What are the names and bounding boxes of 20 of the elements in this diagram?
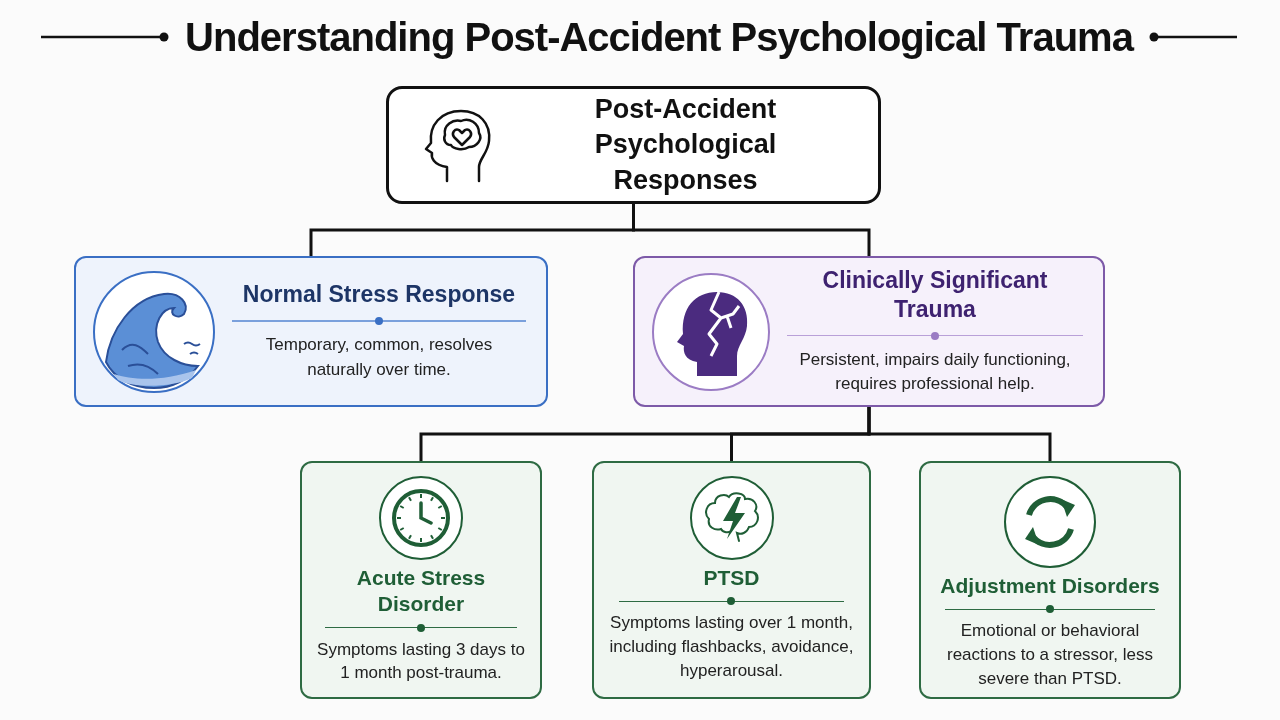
card-heading: Adjustment Disorders: [940, 573, 1160, 599]
card-heading: Acute Stress Disorder: [355, 565, 487, 618]
title: Understanding Post-Accident Psychological Trauma: [185, 14, 1133, 61]
category-card: [633, 256, 1105, 407]
card-description: Symptoms lasting over 1 month, including flashbacks, avoidance, hyperarousal.: [608, 612, 855, 682]
category-card: [74, 256, 548, 407]
connector-line: [867, 407, 1052, 461]
card-heading: PTSD: [703, 565, 760, 591]
category-card: [919, 461, 1181, 699]
card-description: Symptoms lasting 3 days to 1 month post-trauma.: [316, 638, 526, 685]
card-heading: Normal Stress Response: [242, 280, 516, 310]
root-box: [386, 86, 881, 204]
card-description: Emotional or behavioral reactions to a stressor, less severe than PTSD.: [946, 620, 1154, 690]
category-card: [592, 461, 871, 699]
card-description: Temporary, common, resolves naturally over time.: [264, 334, 494, 381]
connector-line: [632, 204, 871, 256]
box-title: Post-Accident Psychological Responses: [593, 93, 778, 197]
card-heading: Clinically Significant Trauma: [821, 266, 1049, 324]
card-description: Persistent, impairs daily functioning, requires professional help.: [798, 348, 1072, 396]
category-card: [300, 461, 542, 699]
